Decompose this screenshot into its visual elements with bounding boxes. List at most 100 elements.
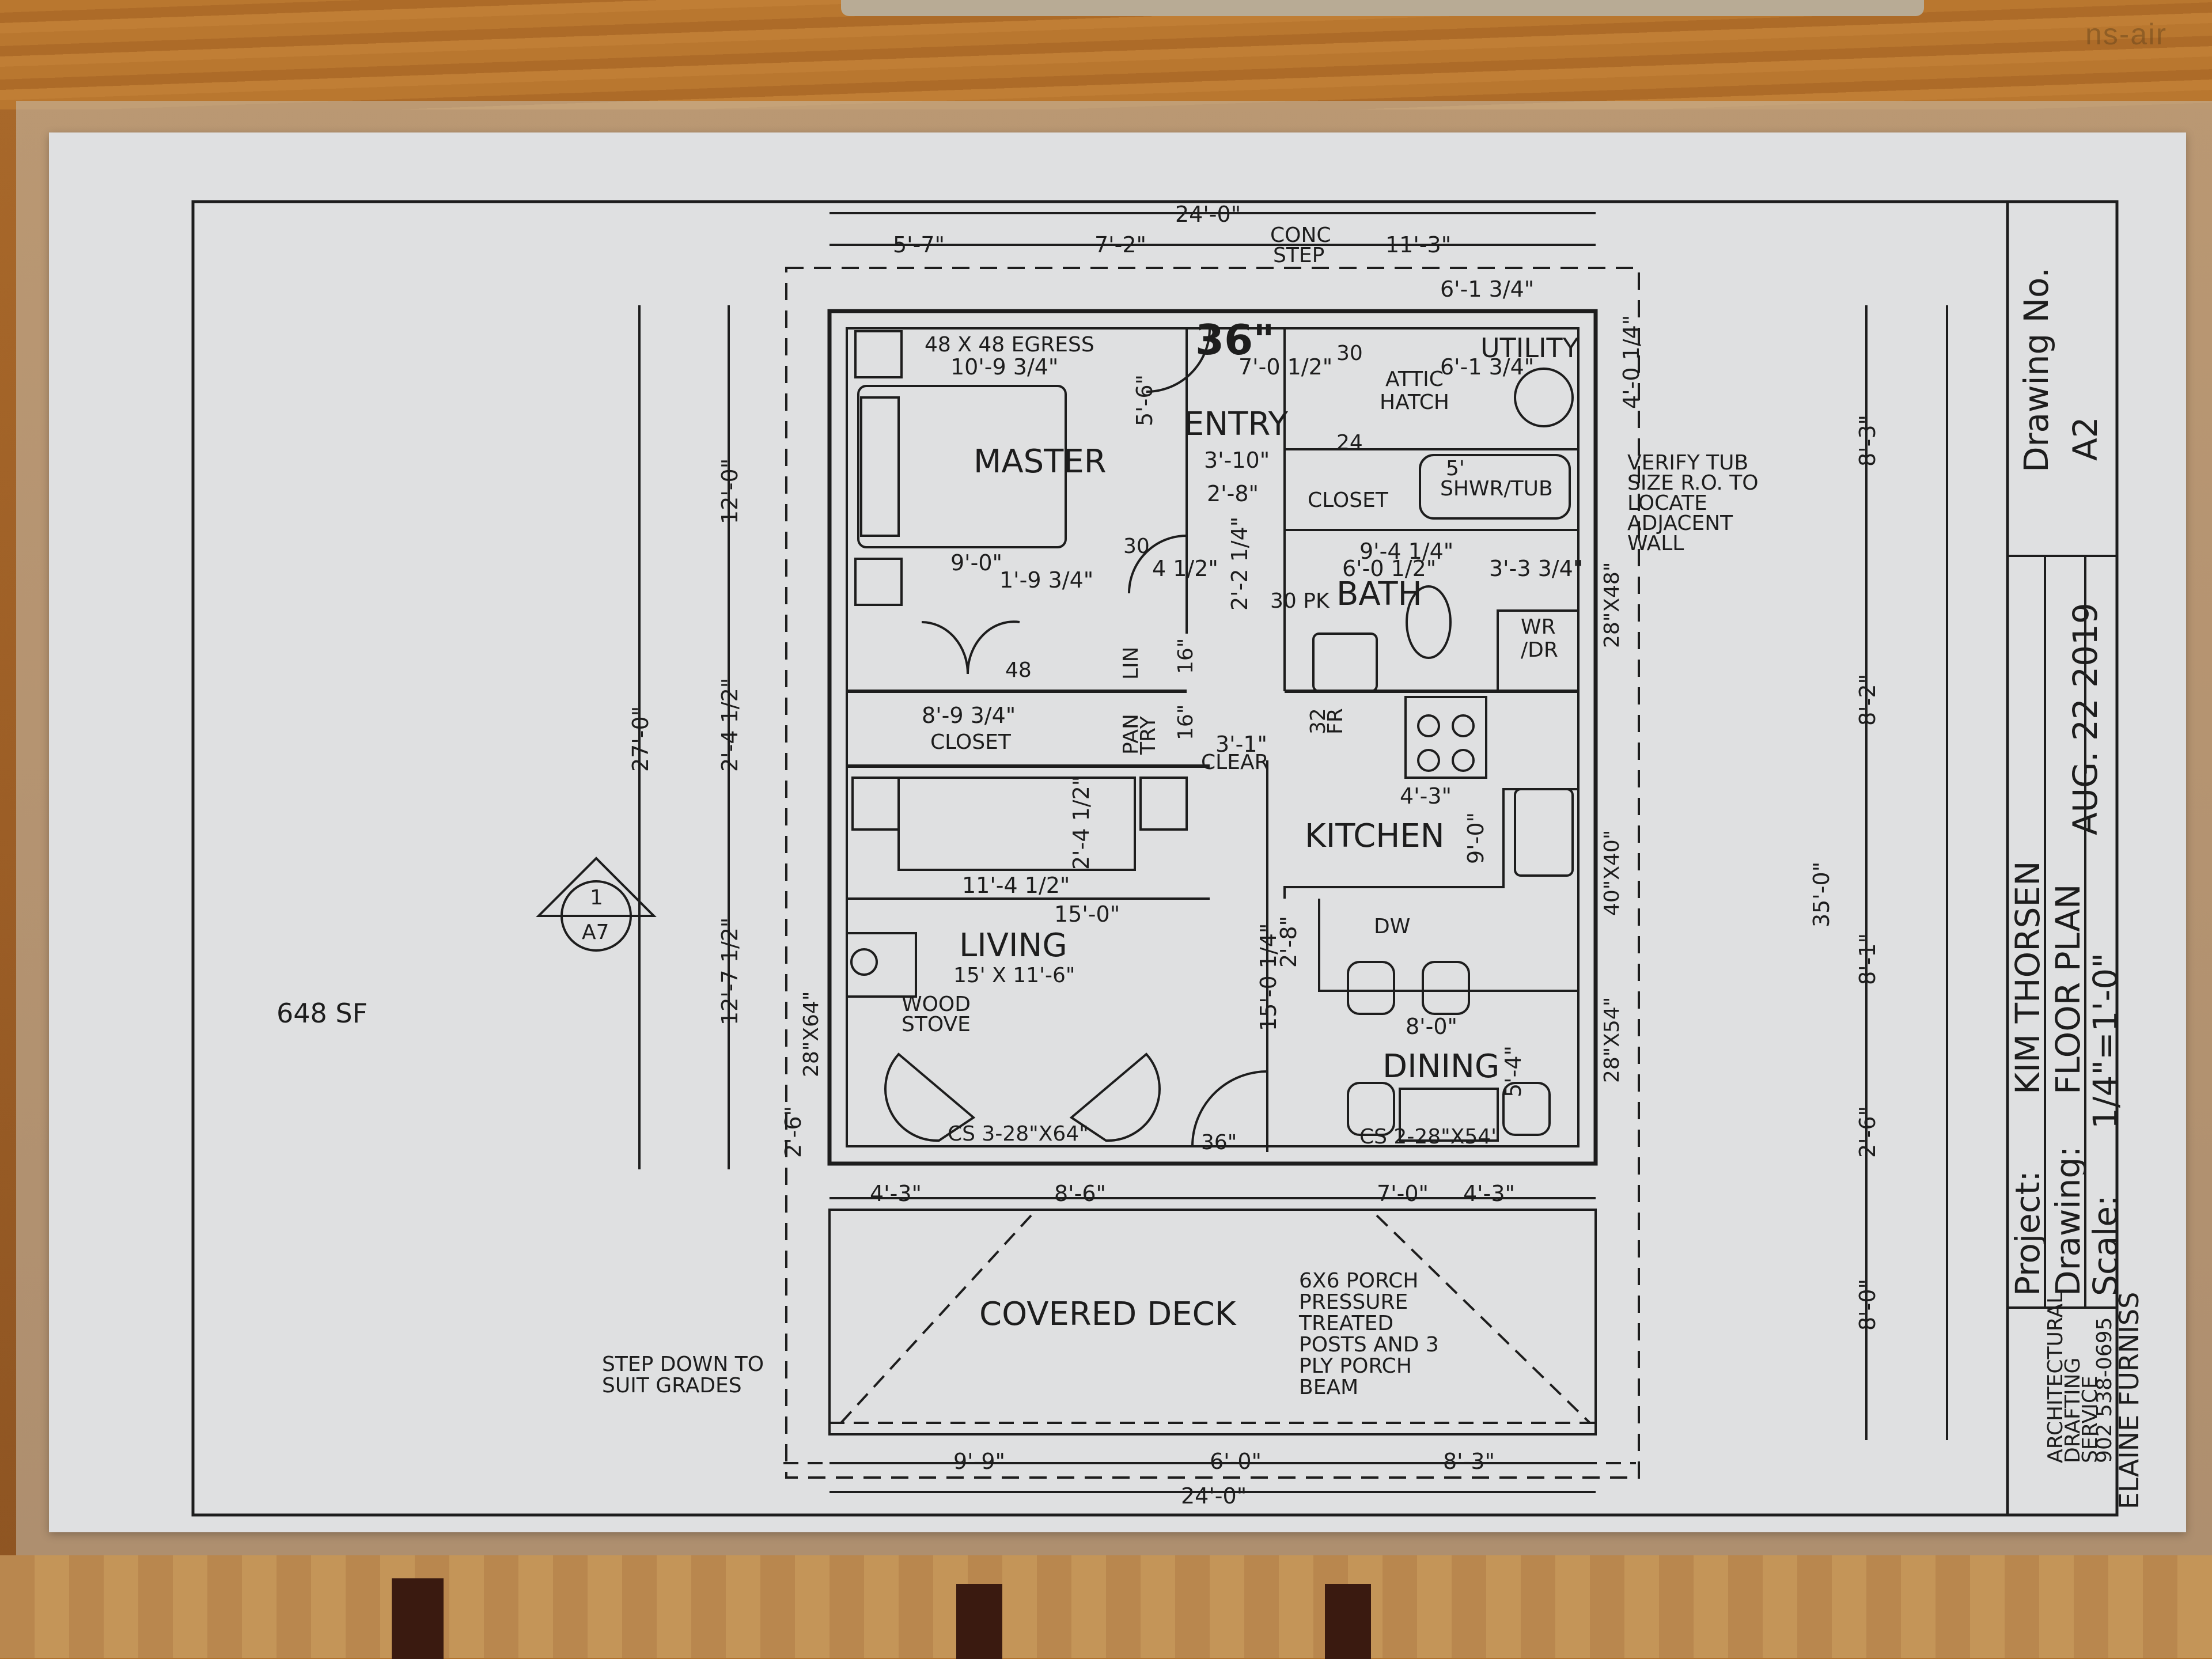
dim-hall-4-5: 4 1/2" bbox=[1152, 556, 1218, 581]
step-down-note-2: SUIT GRADES bbox=[602, 1374, 742, 1397]
wood-stove-label: WOOD bbox=[902, 993, 971, 1016]
dim-right-3: 8'-1" bbox=[1855, 933, 1880, 985]
section-number: 1 bbox=[590, 886, 603, 910]
firm-phone: 902 538-0695 bbox=[2093, 1317, 2116, 1463]
window-right-2: 40"X40" bbox=[1600, 830, 1624, 916]
watermark-logo: ns-air bbox=[2085, 18, 2168, 51]
dim-master-1-9: 1'-9 3/4" bbox=[999, 567, 1093, 593]
dim-entry-height: 5'-6" bbox=[1132, 374, 1157, 426]
room-bath: BATH bbox=[1336, 575, 1422, 613]
step-down-note: STEP DOWN TO bbox=[602, 1353, 764, 1376]
project-label: Project: bbox=[2008, 1171, 2047, 1296]
attic-hatch-label-2: HATCH bbox=[1380, 391, 1449, 414]
shower-tub: SHWR/TUB bbox=[1440, 477, 1553, 501]
project-name: KIM THORSEN bbox=[2008, 861, 2047, 1094]
window-right-1: 28"X48" bbox=[1600, 562, 1624, 648]
dim-kitchen-2-8: 2'-8" bbox=[1276, 916, 1301, 968]
room-kitchen: KITCHEN bbox=[1305, 817, 1445, 855]
verify-tub-note-4: ADJACENT bbox=[1627, 512, 1733, 535]
porch-note-6: BEAM bbox=[1299, 1376, 1358, 1399]
dim-deck-1: 9'-9" bbox=[953, 1449, 1005, 1474]
shower-size: 5' bbox=[1446, 457, 1465, 480]
dim-sofa-height: 2'-4 1/2" bbox=[1069, 776, 1094, 870]
drawing-date: AUG. 22 2019 bbox=[2066, 603, 2105, 835]
dim-right-1: 8'-3" bbox=[1855, 415, 1880, 467]
dim-utility-width-2: 6'-1 3/4" bbox=[1440, 354, 1534, 380]
attic-hatch-label: ATTIC bbox=[1385, 368, 1444, 391]
dimensions: 24'-0" 5'-7" 7'-2" 11'-3" 6'-1 3/4" 6'-1… bbox=[628, 202, 1880, 1509]
dim-clear-3-1: 3'-1" bbox=[1215, 732, 1267, 757]
dim-right-5: 8'-0" bbox=[1855, 1279, 1880, 1331]
dim-right-top: 4'-0 1/4" bbox=[1619, 315, 1644, 409]
dim-right-overall: 35'-0" bbox=[1809, 862, 1834, 927]
pantry-label-2: TRY bbox=[1137, 715, 1160, 755]
conc-step-note: CONC bbox=[1270, 224, 1331, 247]
porch-note-2: PRESSURE bbox=[1299, 1290, 1408, 1314]
dim-bottom-1: 4'-3" bbox=[870, 1181, 922, 1206]
dim-dining-5-4: 5'-4" bbox=[1501, 1046, 1526, 1097]
tablet-edge bbox=[841, 0, 1924, 16]
firm-line-3: SERVICE bbox=[2078, 1376, 2102, 1463]
dim-kitchen-9-0: 9'-0" bbox=[1463, 812, 1488, 864]
drawing-no-label: Drawing No. bbox=[2017, 267, 2056, 472]
drawing-label: Drawing: bbox=[2048, 1146, 2088, 1296]
dim-kitchen-4-3: 4'-3" bbox=[1400, 783, 1452, 809]
chair-leg bbox=[392, 1578, 444, 1659]
room-labels: MASTER ENTRY UTILITY ATTIC HATCH CLOSET … bbox=[902, 332, 1580, 1333]
dim-bath-1: 6'-0 1/2" bbox=[1342, 556, 1436, 581]
porch-note-5: PLY PORCH bbox=[1299, 1354, 1412, 1378]
living-windows-note: CS 3-28"X64" bbox=[948, 1122, 1089, 1146]
room-master: MASTER bbox=[974, 443, 1107, 480]
fridge-label: 32 bbox=[1306, 708, 1330, 734]
dim-dining-8-0: 8'-0" bbox=[1406, 1014, 1457, 1039]
clear-label: CLEAR bbox=[1201, 751, 1269, 774]
dim-bottom-2: 8'-6" bbox=[1054, 1181, 1106, 1206]
firm-line-2: DRAFTING bbox=[2061, 1358, 2085, 1463]
verify-tub-note: VERIFY TUB bbox=[1627, 451, 1748, 475]
room-utility: UTILITY bbox=[1480, 332, 1580, 363]
door-30-master: 30 bbox=[1123, 535, 1150, 558]
section-sheet: A7 bbox=[582, 921, 609, 944]
room-closet-bath: CLOSET bbox=[1308, 488, 1389, 512]
dim-sofa-width: 11'-4 1/2" bbox=[962, 873, 1070, 898]
door-24: 24 bbox=[1336, 431, 1363, 454]
pantry-label: PAN bbox=[1119, 714, 1143, 755]
window-left: 28"X64" bbox=[800, 991, 823, 1077]
floor-plan-drawing: Drawing No. A2 AUG. 22 2019 Project: KIM… bbox=[191, 200, 2145, 1517]
dim-entry-2-8: 2'-8" bbox=[1207, 481, 1259, 506]
room-entry: ENTRY bbox=[1184, 406, 1289, 443]
dim-left-3: 12'-7 1/2" bbox=[717, 918, 743, 1025]
dim-entry-width: 7'-0 1/2" bbox=[1238, 354, 1332, 380]
fridge-label-2: FR bbox=[1324, 708, 1347, 734]
wood-table-background bbox=[0, 0, 2212, 109]
dishwasher: DW bbox=[1374, 915, 1410, 938]
floor-background bbox=[0, 1555, 2212, 1658]
dim-top-3: 11'-3" bbox=[1385, 232, 1451, 257]
scale-value: 1/4"=1'-0" bbox=[2086, 953, 2125, 1129]
window-right-3: 28"X54" bbox=[1600, 997, 1624, 1083]
porch-note-1: 6X6 PORCH bbox=[1299, 1269, 1418, 1293]
dim-bottom-4: 4'-3" bbox=[1463, 1181, 1515, 1206]
dim-left-4: 2'-6" bbox=[781, 1106, 806, 1158]
verify-tub-note-5: WALL bbox=[1627, 532, 1684, 555]
notes: 48 X 48 EGRESS CONC STEP VERIFY TUB SIZE… bbox=[602, 224, 1759, 1399]
dim-utility-width: 6'-1 3/4" bbox=[1440, 276, 1534, 302]
wood-stove-label-2: STOVE bbox=[902, 1013, 971, 1036]
linen-closet: LIN bbox=[1119, 646, 1143, 680]
dim-master-width: 10'-9 3/4" bbox=[950, 354, 1058, 380]
verify-tub-note-3: LOCATE bbox=[1627, 491, 1707, 515]
door-16-pantry: 16" bbox=[1174, 704, 1198, 740]
area-note: 648 SF bbox=[276, 998, 368, 1029]
dining-windows-note: CS 2-28"X54" bbox=[1359, 1125, 1501, 1149]
room-closet-master: CLOSET bbox=[930, 730, 1012, 754]
dim-right-2: 8'-2" bbox=[1855, 674, 1880, 726]
dim-left-2: 2'-4 1/2" bbox=[717, 678, 743, 772]
firm-line-1: ARCHITECTURAL bbox=[2044, 1292, 2067, 1463]
dim-right-4: 2'-6" bbox=[1855, 1106, 1880, 1158]
dim-bottom-3: 7'-0" bbox=[1377, 1181, 1429, 1206]
verify-tub-note-2: SIZE R.O. TO bbox=[1627, 471, 1759, 495]
door-30-closet: 30 bbox=[1336, 342, 1363, 365]
porch-note-4: POSTS AND 3 bbox=[1299, 1333, 1439, 1357]
washer-dryer-label: WR bbox=[1521, 615, 1556, 639]
handwritten-door-note: 36" bbox=[1195, 316, 1275, 364]
